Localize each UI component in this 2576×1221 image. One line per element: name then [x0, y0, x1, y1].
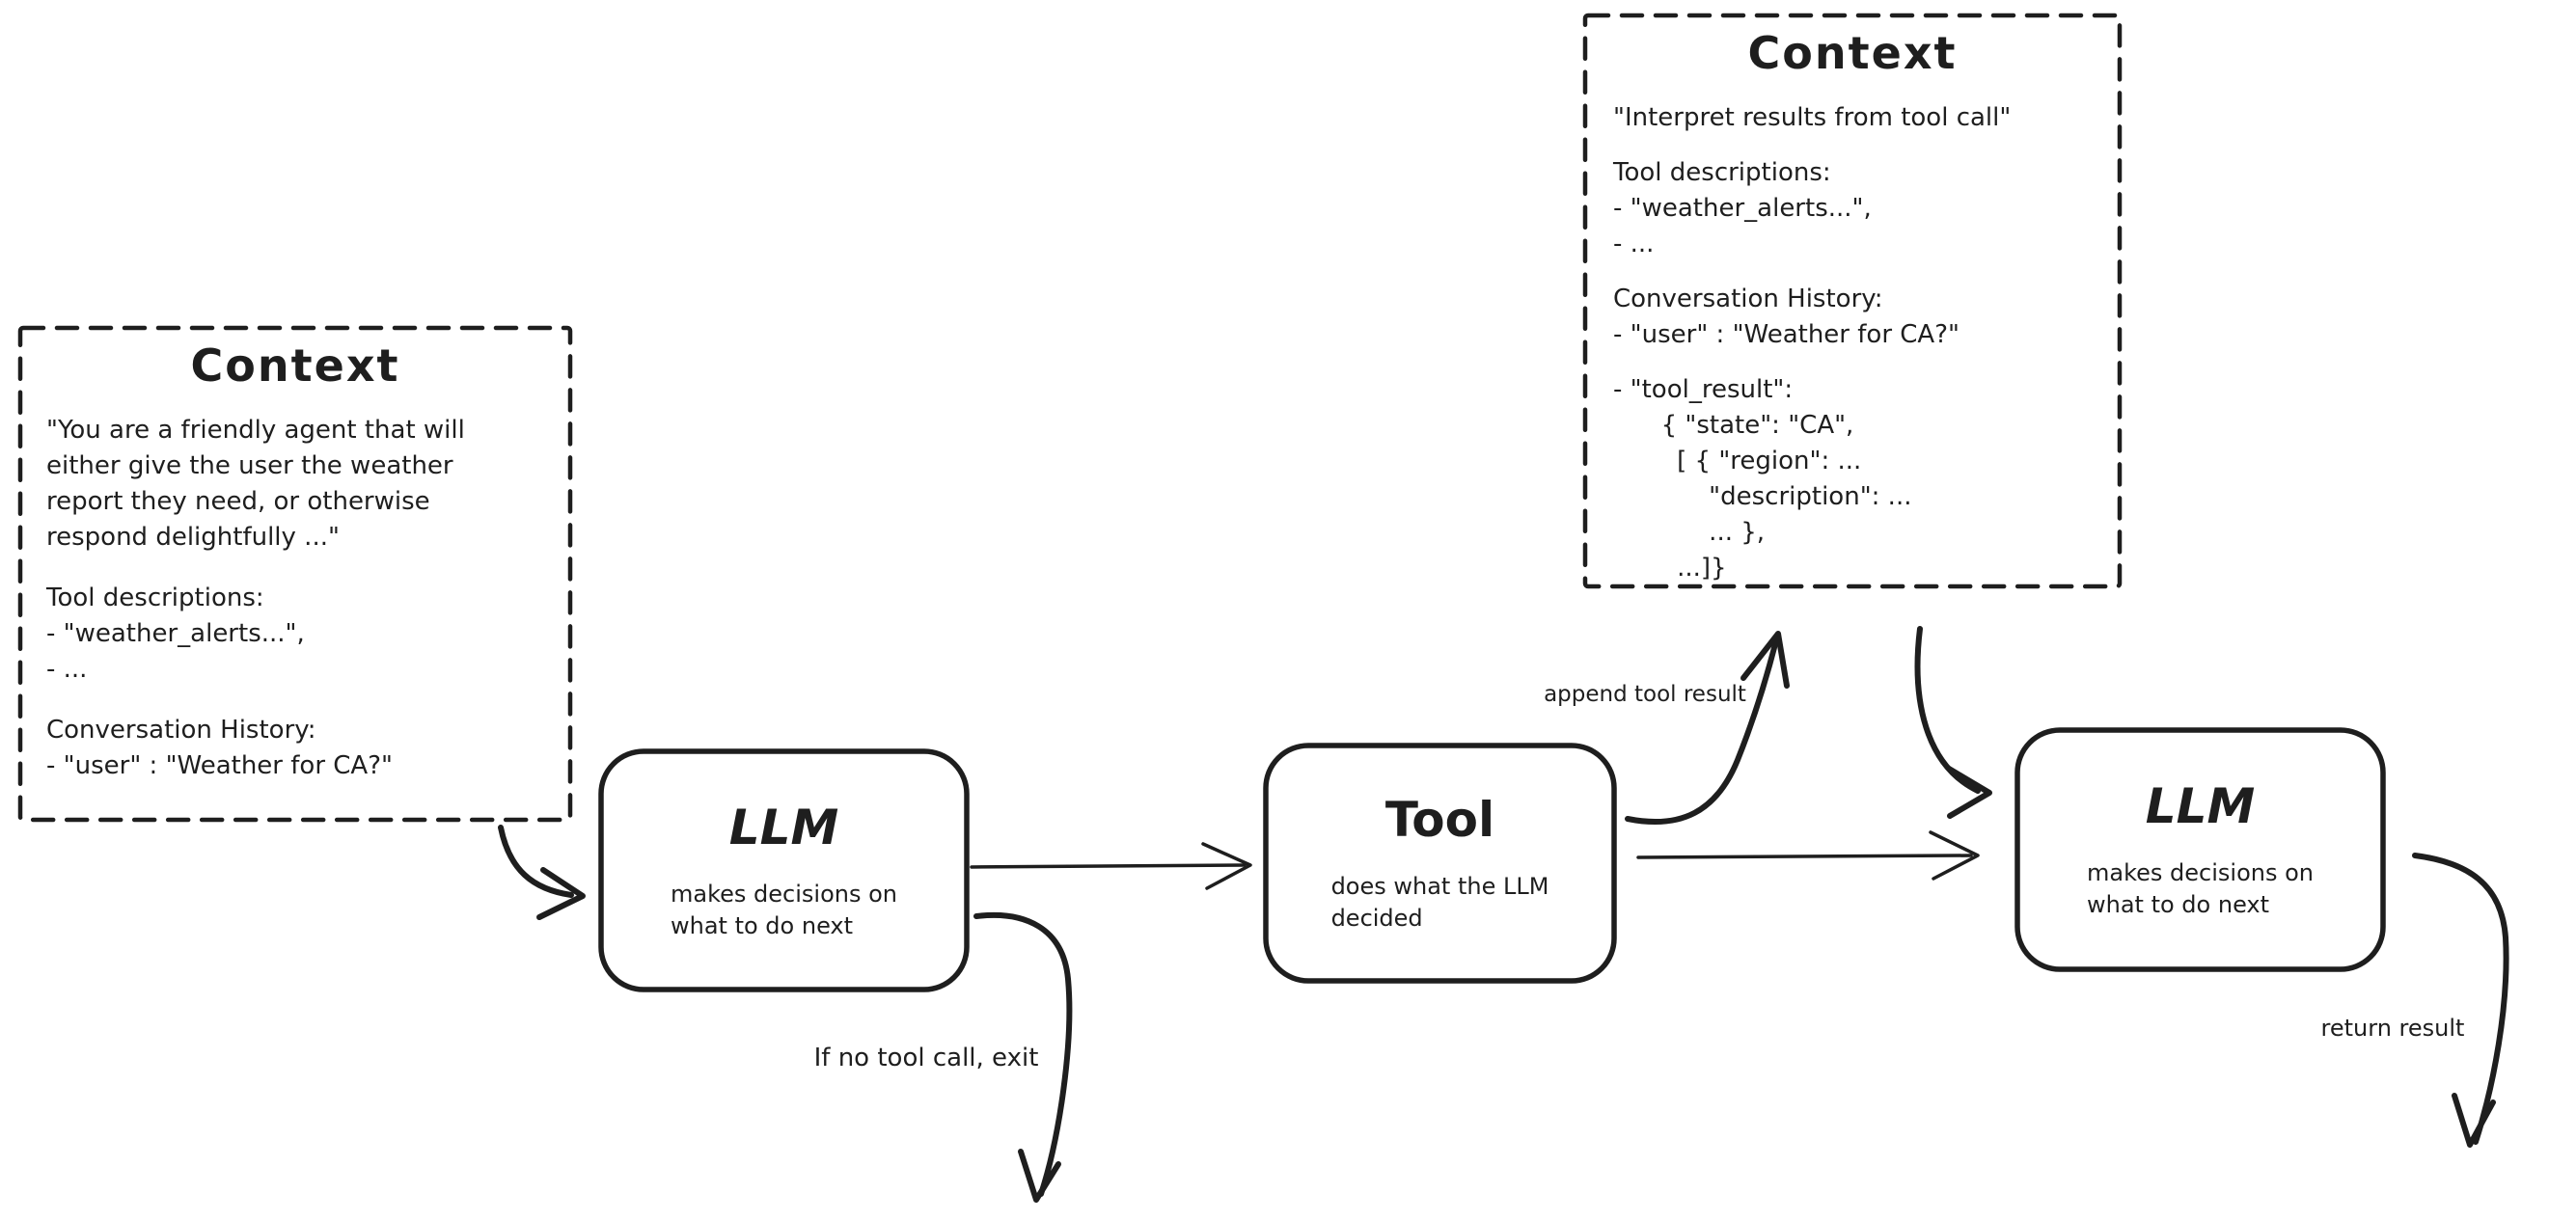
context-left-title: Context — [190, 339, 400, 392]
llm-node-2-border — [2014, 727, 2386, 972]
context-text-section: "Interpret results from tool call" — [1613, 103, 2012, 132]
tool-node-subtitle: does what the LLM decided — [1330, 873, 1549, 932]
context-box-top: Context — [1585, 27, 2120, 79]
context-box-left: Context — [20, 339, 570, 392]
context-text-section: Tool descriptions: - "weather_alerts..."… — [1613, 158, 1872, 258]
llm-node-1-subtitle: makes decisions on what to do next — [671, 880, 897, 939]
context-text-section: Tool descriptions: - "weather_alerts..."… — [46, 583, 305, 684]
tool-node: Tool does what the LLM decided — [1266, 746, 1614, 981]
context-text-section: - "tool_result": { "state": "CA", [ { "r… — [1613, 375, 1912, 583]
llm-node-2-title: LLM — [2145, 778, 2256, 834]
context-box-top-border — [1582, 13, 2123, 589]
context-top-body: "Interpret results from tool call" Tool d… — [1613, 100, 2011, 606]
arrow-llm2-return — [2412, 853, 2509, 1148]
edge-label-return-result: return result — [2320, 1015, 2465, 1042]
context-left-body: "You are a friendly agent that will eith… — [46, 413, 465, 809]
llm-node-2: LLM makes decisions on what to do next — [2017, 730, 2383, 969]
llm-node-1: LLM makes decisions on what to do next — [601, 751, 967, 990]
arrow-tool-to-llm2 — [1636, 830, 1980, 881]
context-box-left-border — [17, 325, 573, 823]
arrow-context-top-to-llm2 — [1914, 626, 1992, 819]
context-text-section: "You are a friendly agent that will eith… — [46, 416, 465, 552]
arrow-llm1-exit — [973, 911, 1073, 1203]
context-text-section: Conversation History: - "user" : "Weathe… — [46, 716, 393, 780]
tool-node-title: Tool — [1384, 792, 1495, 848]
tool-node-border — [1263, 743, 1617, 984]
context-text-section: Conversation History: - "user" : "Weathe… — [1613, 285, 1959, 349]
edge-label-append-tool-result: append tool result — [1544, 682, 1746, 707]
arrow-context-left-to-llm1 — [498, 825, 586, 920]
llm-node-1-title: LLM — [728, 799, 839, 855]
context-top-title: Context — [1747, 27, 1958, 79]
llm-node-2-subtitle: makes decisions on what to do next — [2087, 859, 2314, 918]
llm-node-1-border — [598, 748, 970, 992]
arrow-llm1-to-tool — [970, 842, 1252, 890]
arrow-tool-to-context-top — [1625, 631, 1790, 825]
edge-label-if-no-tool-call: If no tool call, exit — [813, 1044, 1039, 1072]
